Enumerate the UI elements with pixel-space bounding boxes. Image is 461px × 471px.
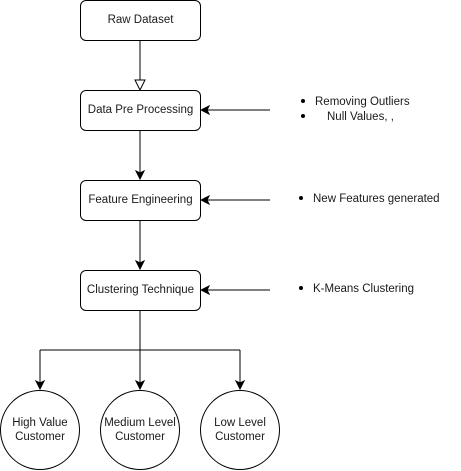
low-level-line2: Customer	[215, 431, 265, 443]
low-level-customer-node: Low Level Customer	[200, 390, 280, 470]
feature-engineering-node: Feature Engineering	[80, 180, 201, 221]
note-null-values: Null Values, ,	[327, 111, 394, 123]
raw-dataset-label: Raw Dataset	[107, 13, 174, 26]
clustering-technique-label: Clustering Technique	[86, 283, 195, 296]
bullet-icon	[301, 98, 305, 103]
high-value-customer-node: High Value Customer	[0, 390, 80, 470]
low-level-line1: Low Level	[214, 416, 266, 429]
preprocessing-notes: Removing Outliers Null Values, ,	[301, 95, 410, 125]
bullet-icon	[301, 113, 305, 118]
note-removing-outliers: Removing Outliers	[315, 96, 410, 108]
bullet-icon	[299, 195, 303, 200]
data-pre-processing-node: Data Pre Processing	[80, 90, 201, 131]
raw-dataset-node: Raw Dataset	[80, 0, 201, 41]
medium-level-customer-node: Medium Level Customer	[100, 390, 180, 470]
clustering-notes: K-Means Clustering	[299, 282, 414, 297]
note-item: Removing Outliers	[301, 95, 410, 110]
data-pre-processing-label: Data Pre Processing	[87, 103, 194, 116]
feature-engineering-label: Feature Engineering	[88, 193, 193, 206]
bullet-icon	[299, 285, 303, 290]
medium-level-line1: Medium Level	[104, 416, 176, 429]
note-item: Null Values, ,	[301, 110, 410, 125]
note-item: K-Means Clustering	[299, 282, 414, 297]
medium-level-line2: Customer	[115, 431, 165, 443]
clustering-technique-node: Clustering Technique	[80, 270, 201, 311]
note-kmeans: K-Means Clustering	[313, 283, 414, 295]
high-value-line2: Customer	[15, 431, 65, 443]
hollow-arrowhead	[134, 79, 146, 92]
high-value-line1: High Value	[12, 416, 68, 429]
note-item: New Features generated	[299, 192, 440, 207]
feature-engineering-notes: New Features generated	[299, 192, 440, 207]
note-new-features: New Features generated	[313, 193, 440, 205]
